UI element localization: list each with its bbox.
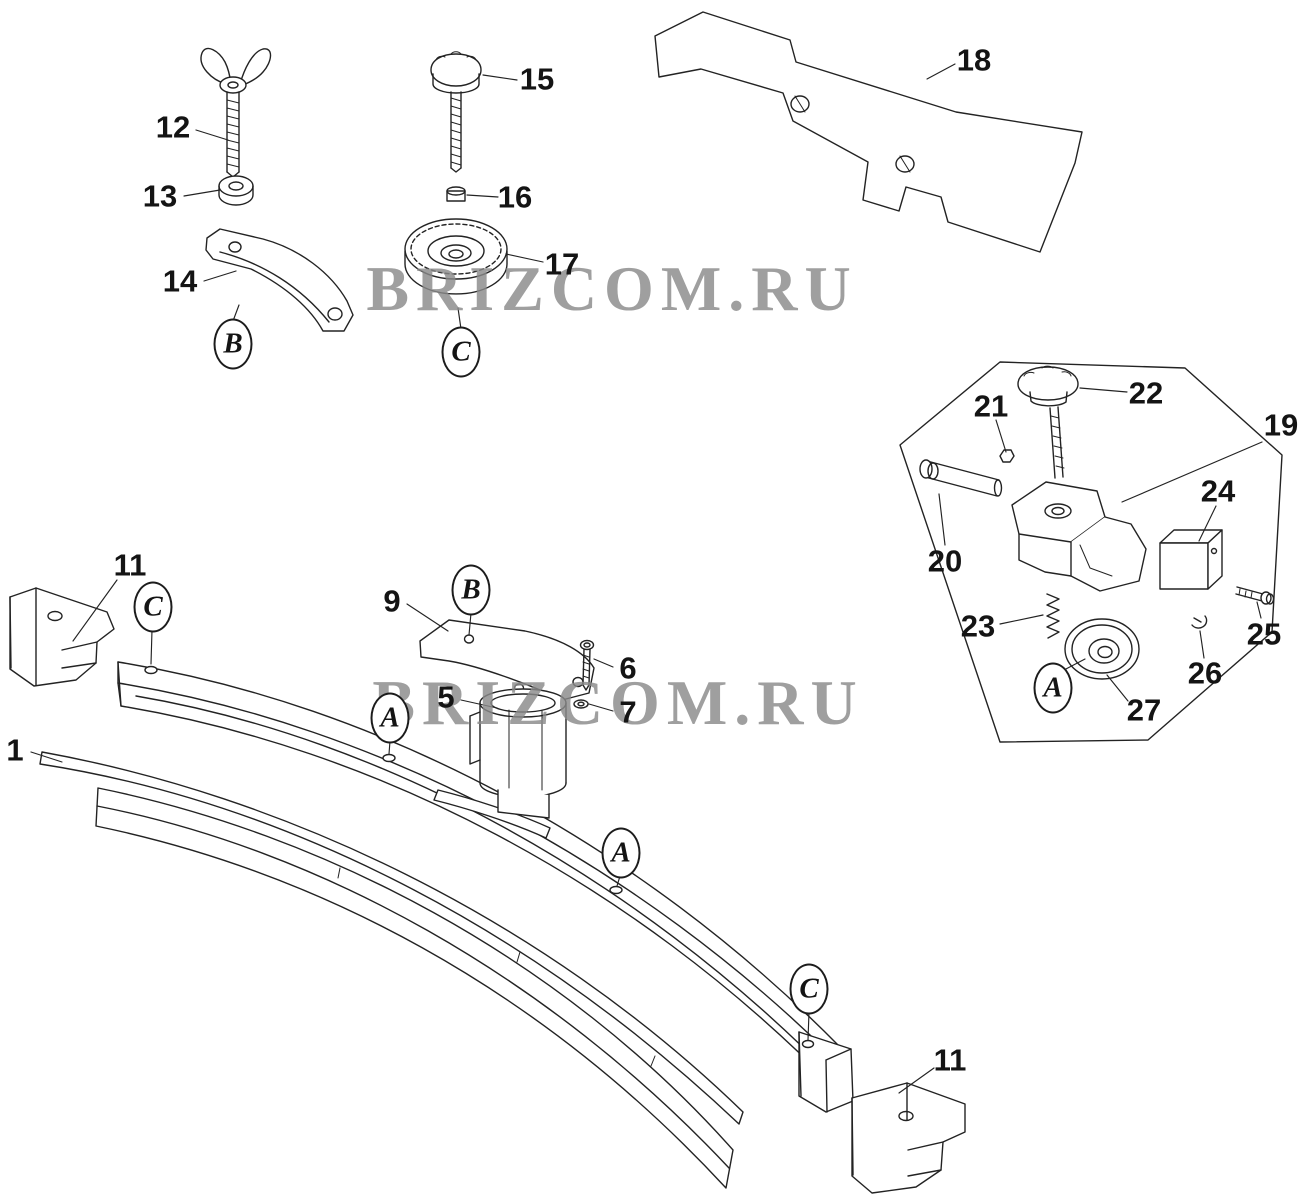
part-24-block <box>1159 529 1223 590</box>
part-label-25: 25 <box>1246 616 1282 652</box>
part-14-bracket <box>205 228 354 332</box>
part-13-nut <box>218 175 254 206</box>
part-label-26: 26 <box>1187 655 1223 691</box>
part-label-12: 12 <box>155 109 191 145</box>
part-23-spring <box>1046 593 1060 639</box>
section-badge-a: A <box>1033 662 1073 714</box>
section-badge-a: A <box>601 827 641 879</box>
assembly-19-outline <box>899 361 1283 743</box>
part-5-holder <box>469 688 567 819</box>
part-9-bracket <box>419 619 595 701</box>
part-18-mount-plate <box>654 11 1083 253</box>
part-label-27: 27 <box>1126 692 1162 728</box>
section-badge-b: B <box>213 318 253 370</box>
part-label-7: 7 <box>619 694 637 730</box>
part-1-blade-strips <box>39 751 744 1189</box>
part-19-clamp-body <box>1011 481 1147 592</box>
part-17-roller <box>404 218 508 295</box>
rail-end-bracket <box>798 1031 854 1113</box>
part-label-13: 13 <box>142 178 178 214</box>
part-label-11: 11 <box>933 1042 967 1078</box>
leader-lines <box>30 63 1263 1094</box>
part-12-wing-bolt <box>200 47 272 178</box>
part-6-screw <box>579 639 595 691</box>
part-15-star-knob <box>430 51 482 173</box>
part-label-9: 9 <box>383 583 401 619</box>
part-label-18: 18 <box>956 42 992 78</box>
section-badge-c: C <box>441 326 481 378</box>
part-11-right-clamp <box>851 1082 966 1194</box>
part-label-22: 22 <box>1128 375 1164 411</box>
part-label-23: 23 <box>960 608 996 644</box>
part-label-1: 1 <box>6 732 24 768</box>
part-11-left-clamp <box>9 587 115 687</box>
part-label-24: 24 <box>1200 473 1236 509</box>
part-label-6: 6 <box>619 650 637 686</box>
part-21-nut <box>999 449 1015 463</box>
part-label-21: 21 <box>973 388 1009 424</box>
part-27-roller <box>1064 618 1140 680</box>
part-20-pin <box>919 459 1003 497</box>
part-label-20: 20 <box>927 543 963 579</box>
part-16-nut <box>446 186 466 202</box>
part-label-19: 19 <box>1263 407 1299 443</box>
section-badge-c: C <box>789 963 829 1015</box>
section-badge-b: B <box>451 564 491 616</box>
part-25-screw <box>1235 586 1275 605</box>
part-26-retainer-clip <box>1191 615 1208 629</box>
section-badge-a: A <box>370 692 410 744</box>
section-badge-c: C <box>133 581 173 633</box>
part-22-star-knob <box>1017 365 1079 479</box>
part-7-washer <box>573 699 589 709</box>
part-label-16: 16 <box>497 179 533 215</box>
part-label-15: 15 <box>519 61 555 97</box>
part-label-17: 17 <box>544 246 580 282</box>
part-label-5: 5 <box>437 679 455 715</box>
part-label-14: 14 <box>162 263 198 299</box>
part-label-11: 11 <box>113 547 147 583</box>
